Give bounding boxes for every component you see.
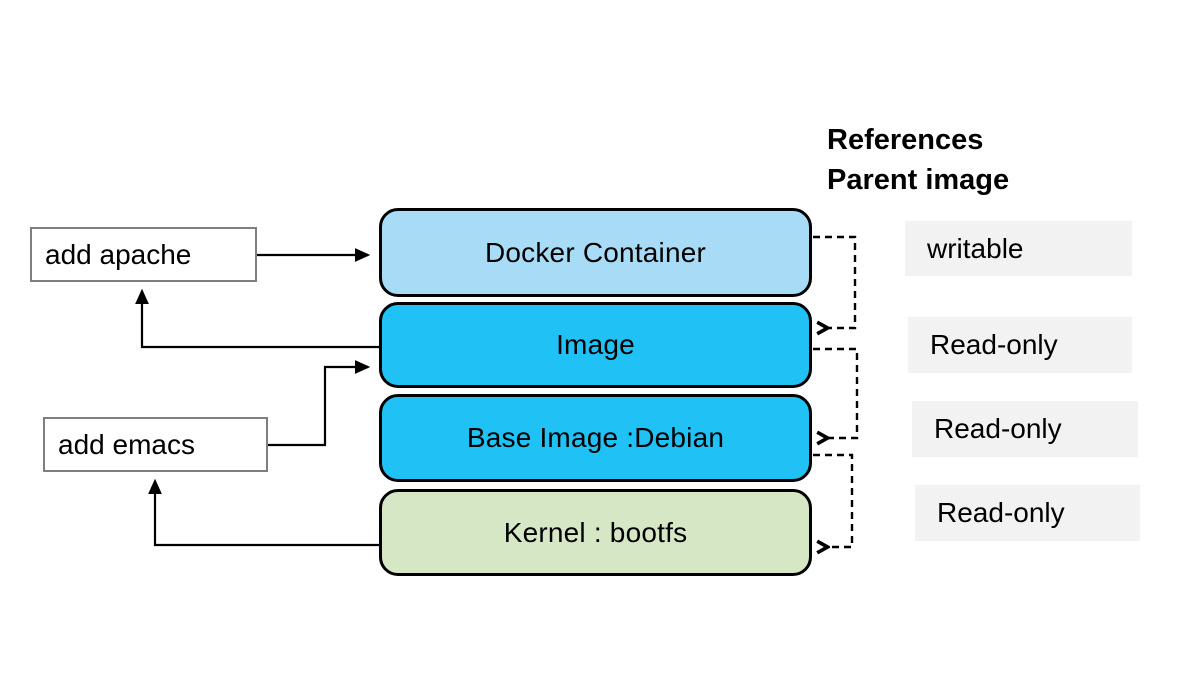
layer-image: Image xyxy=(379,302,812,388)
note-line-1: References xyxy=(827,124,984,156)
arrow-kernel-to-add-emacs xyxy=(148,478,379,547)
dashed-arrow-container-to-image xyxy=(813,235,857,328)
layer-kernel-label: Kernel : bootfs xyxy=(503,516,688,548)
access-readonly-kernel-text: Read-only xyxy=(937,497,1065,528)
access-writable-text: writable xyxy=(927,232,1024,264)
access-label-writable: writable xyxy=(905,221,1132,276)
arrow-image-to-add-apache xyxy=(135,288,379,349)
access-label-readonly-image: Read-only xyxy=(908,317,1132,373)
layer-image-label: Image xyxy=(556,329,635,360)
dashed-arrow-base-to-kernel xyxy=(813,453,854,547)
access-readonly-base-text: Read-only xyxy=(934,413,1062,444)
layer-docker-container: Docker Container xyxy=(379,208,812,297)
access-readonly-image-text: Read-only xyxy=(930,329,1058,360)
dashed-arrow-image-to-base xyxy=(813,347,859,438)
action-add-apache: add apache xyxy=(30,227,257,282)
layer-base-image-label: Base Image :Debian xyxy=(466,422,725,453)
action-add-emacs: add emacs xyxy=(43,417,268,472)
layer-kernel: Kernel : bootfs xyxy=(379,489,812,576)
layer-base-image: Base Image :Debian xyxy=(379,394,812,482)
layer-docker-container-label: Docker Container xyxy=(484,236,707,268)
action-add-apache-label: add apache xyxy=(45,238,192,270)
access-label-readonly-kernel: Read-only xyxy=(915,485,1140,541)
arrow-add-emacs-to-image xyxy=(268,360,371,447)
action-add-emacs-label: add emacs xyxy=(58,428,195,460)
access-label-readonly-base: Read-only xyxy=(912,401,1138,457)
note-line-2: Parent image xyxy=(827,164,1010,196)
references-parent-image-note: References Parent image xyxy=(827,120,1009,200)
